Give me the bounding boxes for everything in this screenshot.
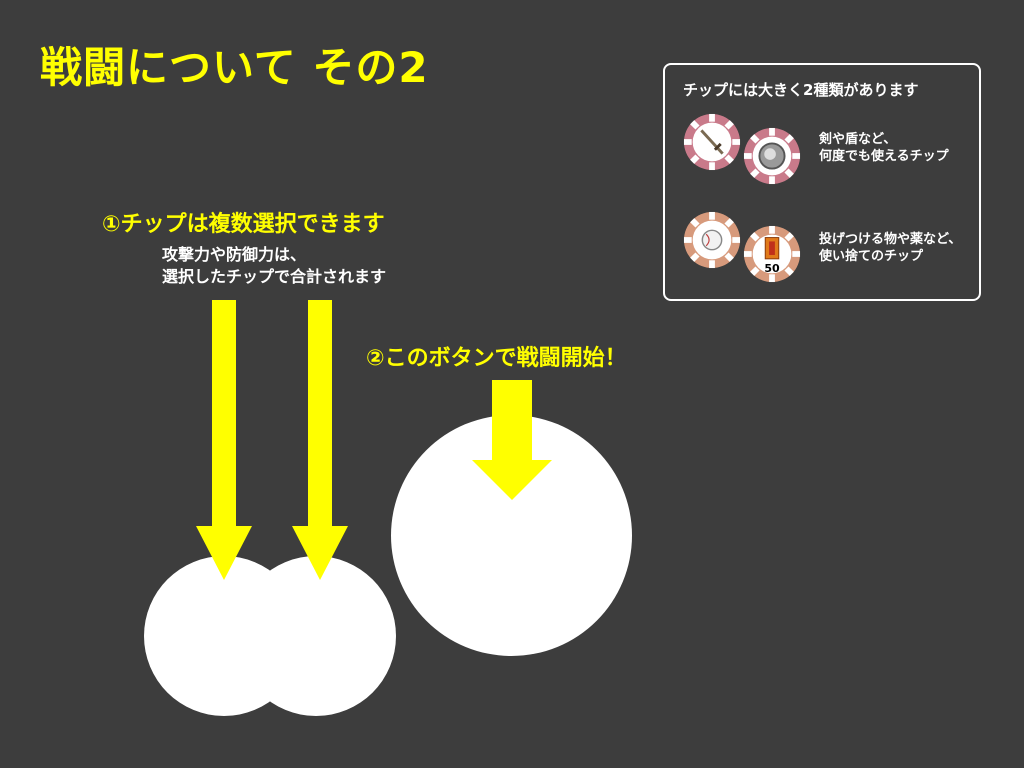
chip-count-badge: 50: [764, 262, 780, 275]
arrow-down-icon: [292, 300, 348, 580]
step1-note-line2: 選択したチップで合計されます: [162, 267, 387, 286]
chip-slot-right[interactable]: [236, 556, 396, 716]
step1-note: 攻撃力や防御力は、 選択したチップで合計されます: [162, 244, 386, 288]
equip-chip-line2: 何度でも使えるチップ: [819, 149, 949, 164]
arrow-down-icon: [472, 380, 552, 500]
step2-label: ②このボタンで戦闘開始！: [366, 346, 627, 371]
page-title: 戦闘について その2: [40, 43, 429, 92]
step1-label: ①チップは複数選択できます: [102, 212, 385, 237]
arrow-down-icon: [196, 300, 252, 580]
chip-info-title: チップには大きく2種類があります: [683, 81, 919, 99]
equip-chip-description: 剣や盾など、 何度でも使えるチップ: [819, 131, 949, 165]
equip-chip-line1: 剣や盾など、: [819, 132, 897, 147]
medicine-icon: [743, 225, 801, 283]
step1-note-line1: 攻撃力や防御力は、: [162, 245, 307, 264]
consumable-chip-description: 投げつける物や薬など、 使い捨てのチップ: [819, 231, 961, 265]
sword-icon: [683, 113, 741, 171]
shield-icon: [743, 127, 801, 185]
consumable-chip-line2: 使い捨てのチップ: [819, 249, 924, 264]
consumable-chip-line1: 投げつける物や薬など、: [819, 232, 962, 247]
ball-icon: [683, 211, 741, 269]
chip-info-panel: チップには大きく2種類があります: [663, 63, 981, 301]
